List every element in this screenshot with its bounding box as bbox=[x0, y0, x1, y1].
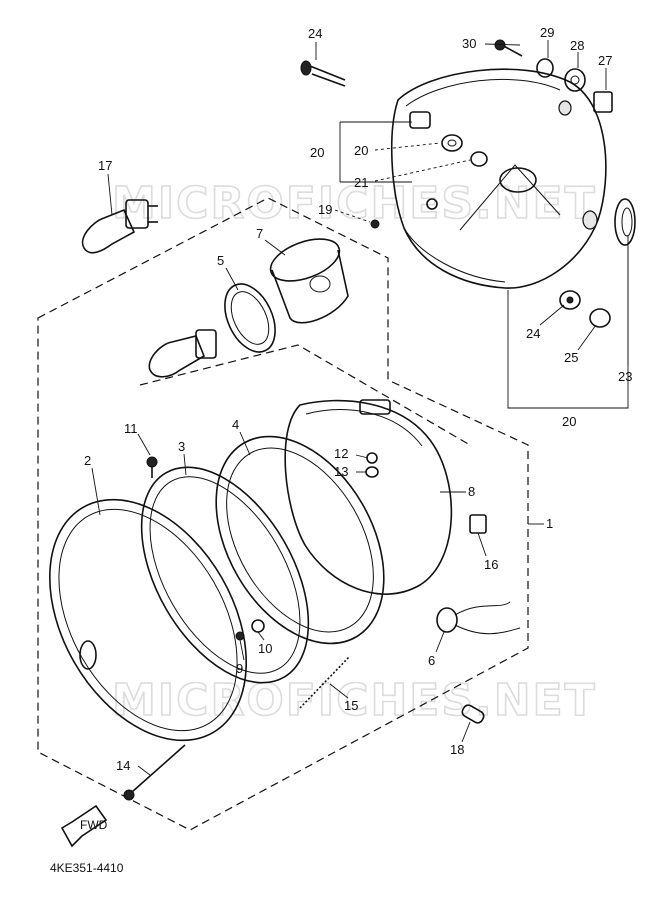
callout-17: 17 bbox=[98, 158, 112, 173]
leader-3 bbox=[183, 453, 187, 476]
collar-22 bbox=[470, 151, 488, 167]
callout-29: 29 bbox=[540, 25, 554, 40]
bolt-14 bbox=[123, 744, 186, 801]
callout-20-top: 20 bbox=[310, 145, 324, 160]
clip-16 bbox=[469, 514, 487, 534]
diagram-code: 4KE351-4410 bbox=[50, 861, 124, 875]
callout-4: 4 bbox=[232, 417, 239, 432]
leader-17 bbox=[107, 173, 113, 216]
bulb-guide-line bbox=[139, 344, 471, 446]
grommet-23 bbox=[614, 198, 636, 246]
callout-30: 30 bbox=[462, 36, 476, 51]
assembly-1-boundary bbox=[37, 197, 529, 831]
screw-30 bbox=[494, 39, 523, 57]
callout-16: 16 bbox=[484, 557, 498, 572]
callout-1: 1 bbox=[546, 516, 553, 531]
leader-25 bbox=[539, 304, 565, 326]
leader-26 bbox=[577, 324, 597, 351]
callout-8: 8 bbox=[468, 484, 475, 499]
leader-2 bbox=[91, 467, 101, 516]
leader-21 bbox=[374, 142, 441, 151]
washer-25 bbox=[559, 290, 581, 310]
lens-4 bbox=[215, 435, 385, 645]
leader-9 bbox=[239, 639, 245, 661]
screw-19 bbox=[370, 198, 438, 229]
nut-27 bbox=[593, 91, 613, 113]
callout-24: 24 bbox=[308, 26, 322, 41]
callout-28: 28 bbox=[570, 38, 584, 53]
bolt-24 bbox=[300, 60, 346, 87]
callout-14: 14 bbox=[116, 758, 130, 773]
socket-6 bbox=[436, 601, 521, 635]
screw-11 bbox=[146, 456, 158, 478]
callout-15: 15 bbox=[344, 698, 358, 713]
callout-21: 20 bbox=[354, 143, 368, 158]
leader-22 bbox=[374, 159, 471, 182]
outer-rim-2 bbox=[48, 498, 248, 742]
fwd-arrow-icon: FWD bbox=[60, 804, 108, 848]
callout-19: 19 bbox=[318, 202, 332, 217]
socket-cover-7 bbox=[269, 238, 349, 324]
bulb-17 bbox=[81, 199, 158, 254]
leader-15 bbox=[329, 683, 349, 699]
housing-8 bbox=[284, 399, 453, 595]
callout-11: 11 bbox=[124, 421, 138, 436]
callout-10: 10 bbox=[258, 641, 272, 656]
leader-16 bbox=[477, 532, 487, 557]
leader-12 bbox=[355, 454, 369, 459]
leader-18 bbox=[461, 721, 471, 743]
grommet-20-upper bbox=[409, 111, 431, 129]
leader-6 bbox=[435, 631, 445, 653]
grommet-28 bbox=[564, 68, 586, 92]
callout-23: 23 bbox=[618, 369, 632, 384]
leader-19 bbox=[334, 209, 371, 223]
watermark-bottom: MICROFICHES.NET bbox=[112, 675, 597, 726]
callout-2: 2 bbox=[84, 453, 91, 468]
callout-18: 18 bbox=[450, 742, 464, 757]
grommet-21 bbox=[441, 134, 463, 152]
headlight-case bbox=[390, 68, 607, 289]
collar-29 bbox=[536, 58, 554, 78]
callout-13: 13 bbox=[334, 464, 348, 479]
callout-27: 27 bbox=[598, 53, 612, 68]
bulb-inside-assembly bbox=[148, 329, 217, 378]
watermark-top: MICROFICHES.NET bbox=[112, 178, 597, 229]
callout-25: 24 bbox=[526, 326, 540, 341]
nut-26 bbox=[589, 308, 611, 328]
spring-15 bbox=[299, 655, 351, 709]
callout-5: 5 bbox=[217, 253, 224, 268]
leader-5 bbox=[225, 267, 239, 291]
bulb-18 bbox=[461, 704, 485, 724]
leader-14 bbox=[137, 765, 151, 776]
callout-7: 7 bbox=[256, 226, 263, 241]
screw-12-nut-13 bbox=[365, 452, 379, 478]
callout-9: 9 bbox=[236, 661, 243, 676]
callout-3: 3 bbox=[178, 439, 185, 454]
callout-26: 25 bbox=[564, 350, 578, 365]
callout-12: 12 bbox=[334, 446, 348, 461]
callout-22: 21 bbox=[354, 175, 368, 190]
callout-20-bottom: 20 bbox=[562, 414, 576, 429]
leader-11 bbox=[137, 433, 151, 456]
callout-6: 6 bbox=[428, 653, 435, 668]
ring-5 bbox=[224, 283, 276, 353]
leader-7 bbox=[264, 239, 286, 256]
leader-4 bbox=[239, 431, 251, 456]
leader-10 bbox=[257, 631, 265, 641]
rim-3 bbox=[140, 466, 310, 684]
leader-30 bbox=[484, 43, 521, 46]
fwd-label: FWD bbox=[80, 818, 108, 832]
